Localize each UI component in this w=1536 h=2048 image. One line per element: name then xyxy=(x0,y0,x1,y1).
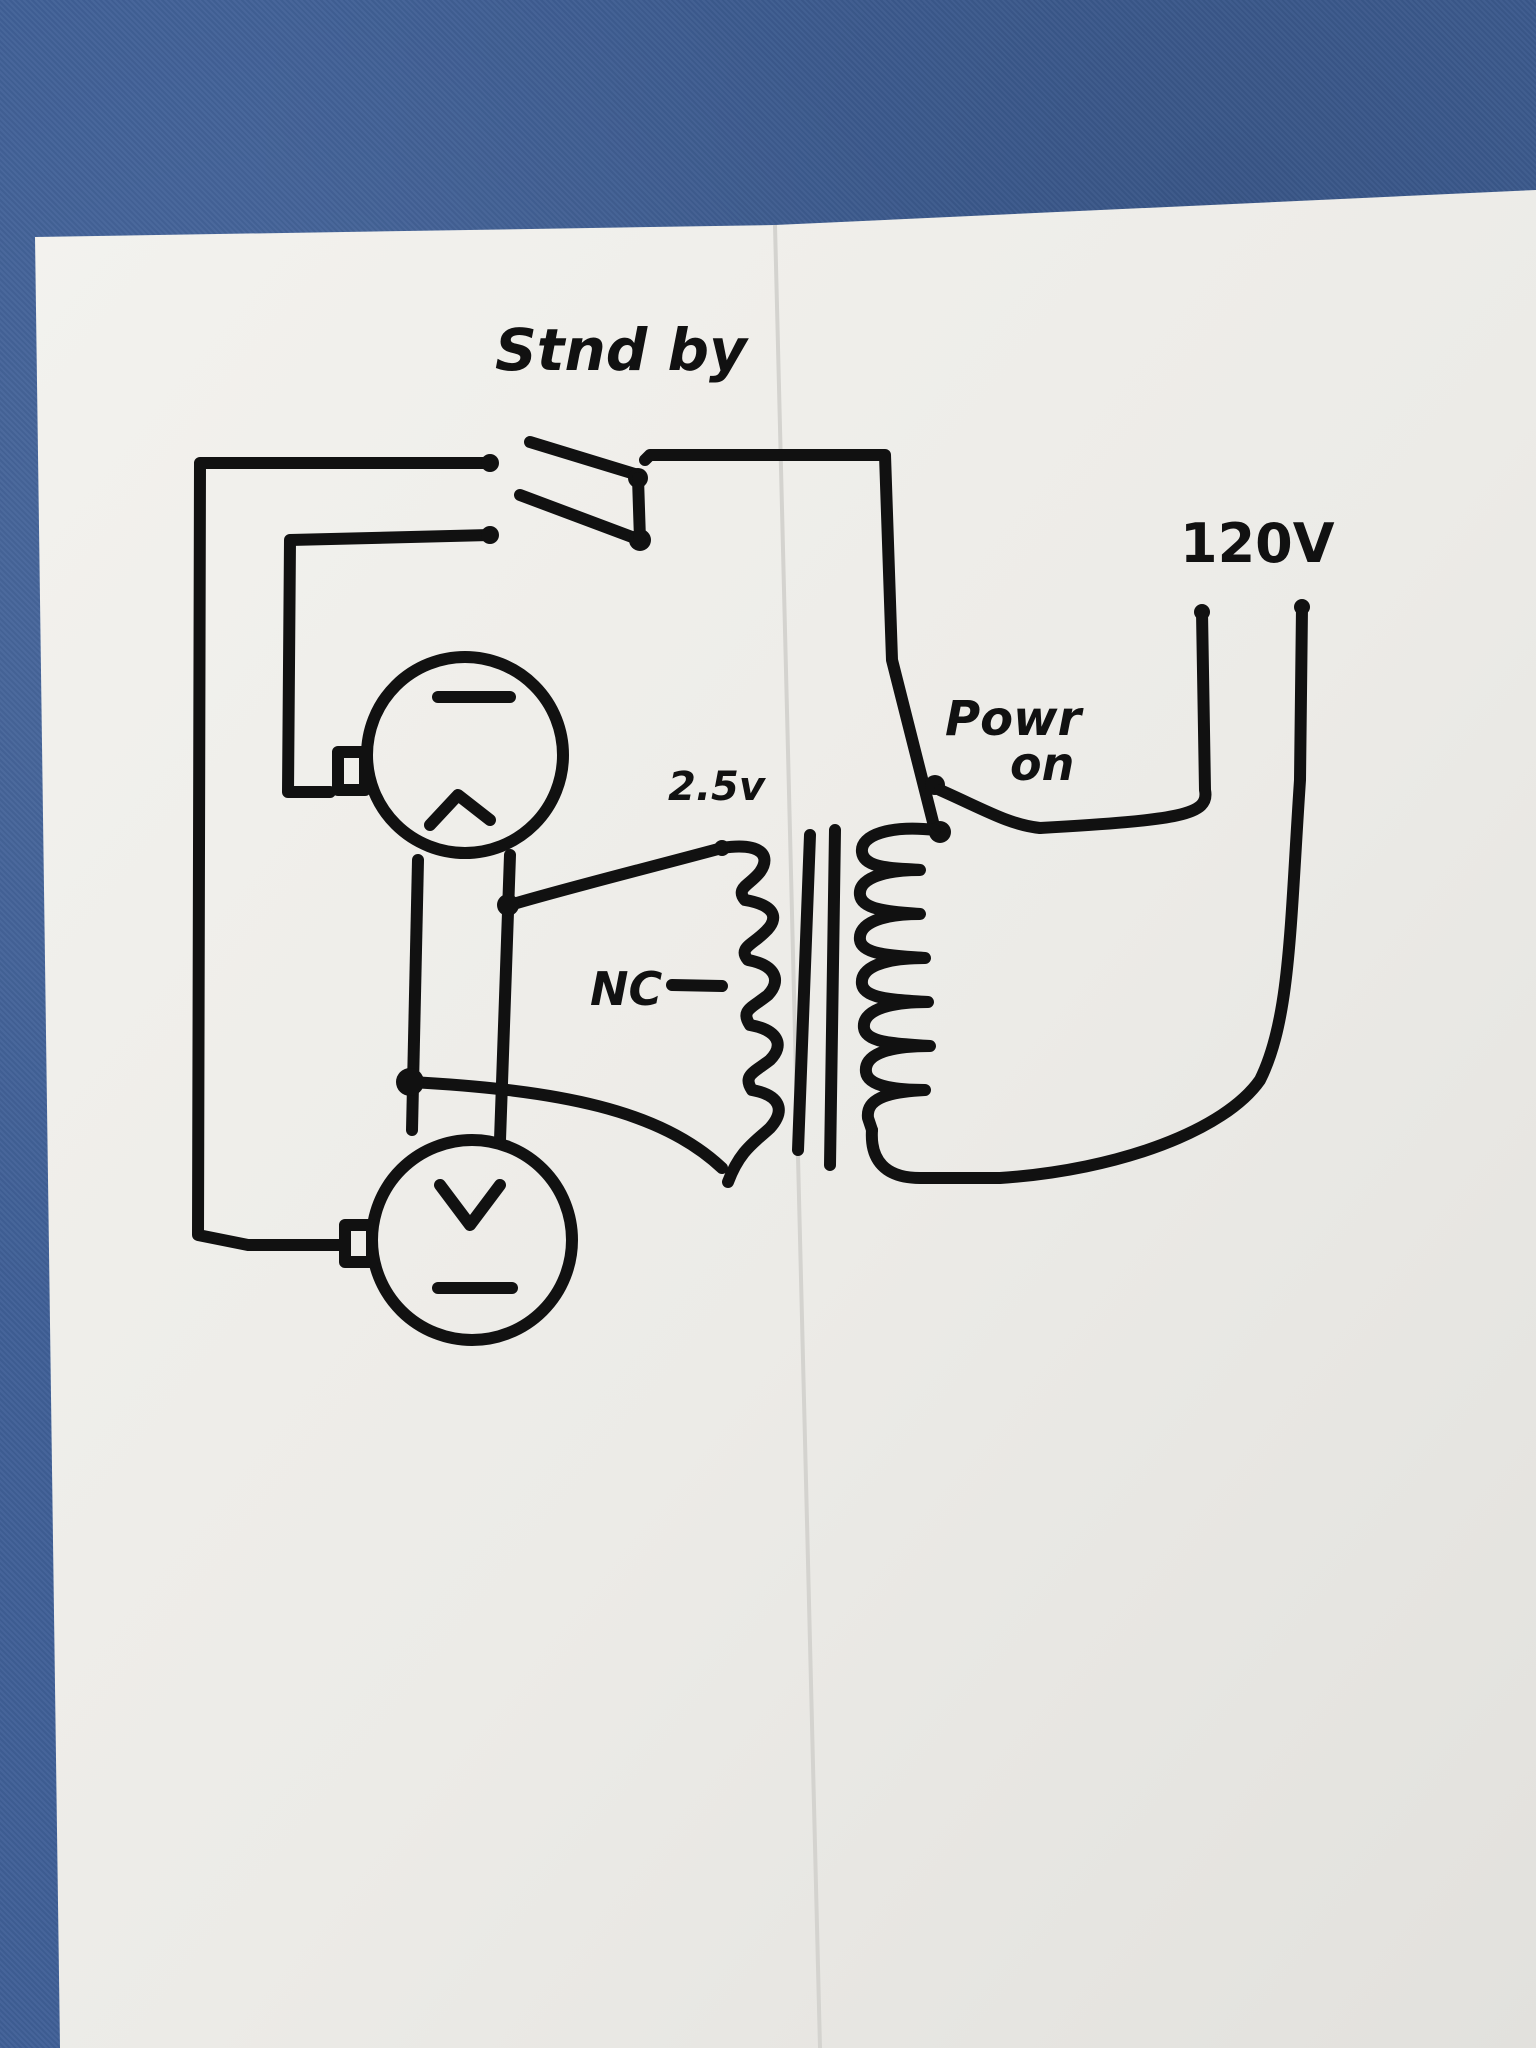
transformer-secondary-winding xyxy=(716,840,785,1188)
switch-contact-top xyxy=(481,454,499,472)
transformer-core xyxy=(792,824,841,1171)
schematic-diagram xyxy=(192,436,1310,1346)
wire-outer-left xyxy=(192,457,496,1251)
junction-lower xyxy=(396,1068,424,1096)
junction-upper xyxy=(497,894,519,916)
tube-upper-filament xyxy=(424,789,496,831)
tube-lower xyxy=(339,1134,578,1346)
tube-lower-pin xyxy=(339,1219,378,1268)
switch-blade-bottom xyxy=(514,489,646,546)
switch-bridge xyxy=(632,472,646,546)
wire-mains-right xyxy=(865,601,1308,1184)
label-120v: 120V xyxy=(1180,512,1335,575)
switch-blade-top xyxy=(524,436,644,481)
label-nc: NC xyxy=(590,962,662,1016)
wire-inner-left xyxy=(282,529,496,798)
wire-secondary-bottom xyxy=(404,1076,728,1174)
wire-2-5v xyxy=(504,842,728,911)
wire-switch-to-primary xyxy=(639,449,941,836)
transformer-primary-winding xyxy=(853,822,941,1136)
label-on: on xyxy=(1010,737,1074,791)
wire-mains-left xyxy=(1034,606,1212,834)
label-standby: Stnd by xyxy=(495,316,749,384)
switch-contact-bottom xyxy=(481,526,499,544)
power-blade xyxy=(934,784,1046,834)
standby-switch xyxy=(481,436,651,551)
label-2-5v: 2.5v xyxy=(668,764,767,810)
tube-upper-pin xyxy=(332,746,371,796)
nc-tap xyxy=(666,979,728,992)
label-power: Powr xyxy=(945,691,1085,747)
tube-lower-filament xyxy=(434,1179,506,1231)
tube-upper xyxy=(332,651,569,859)
